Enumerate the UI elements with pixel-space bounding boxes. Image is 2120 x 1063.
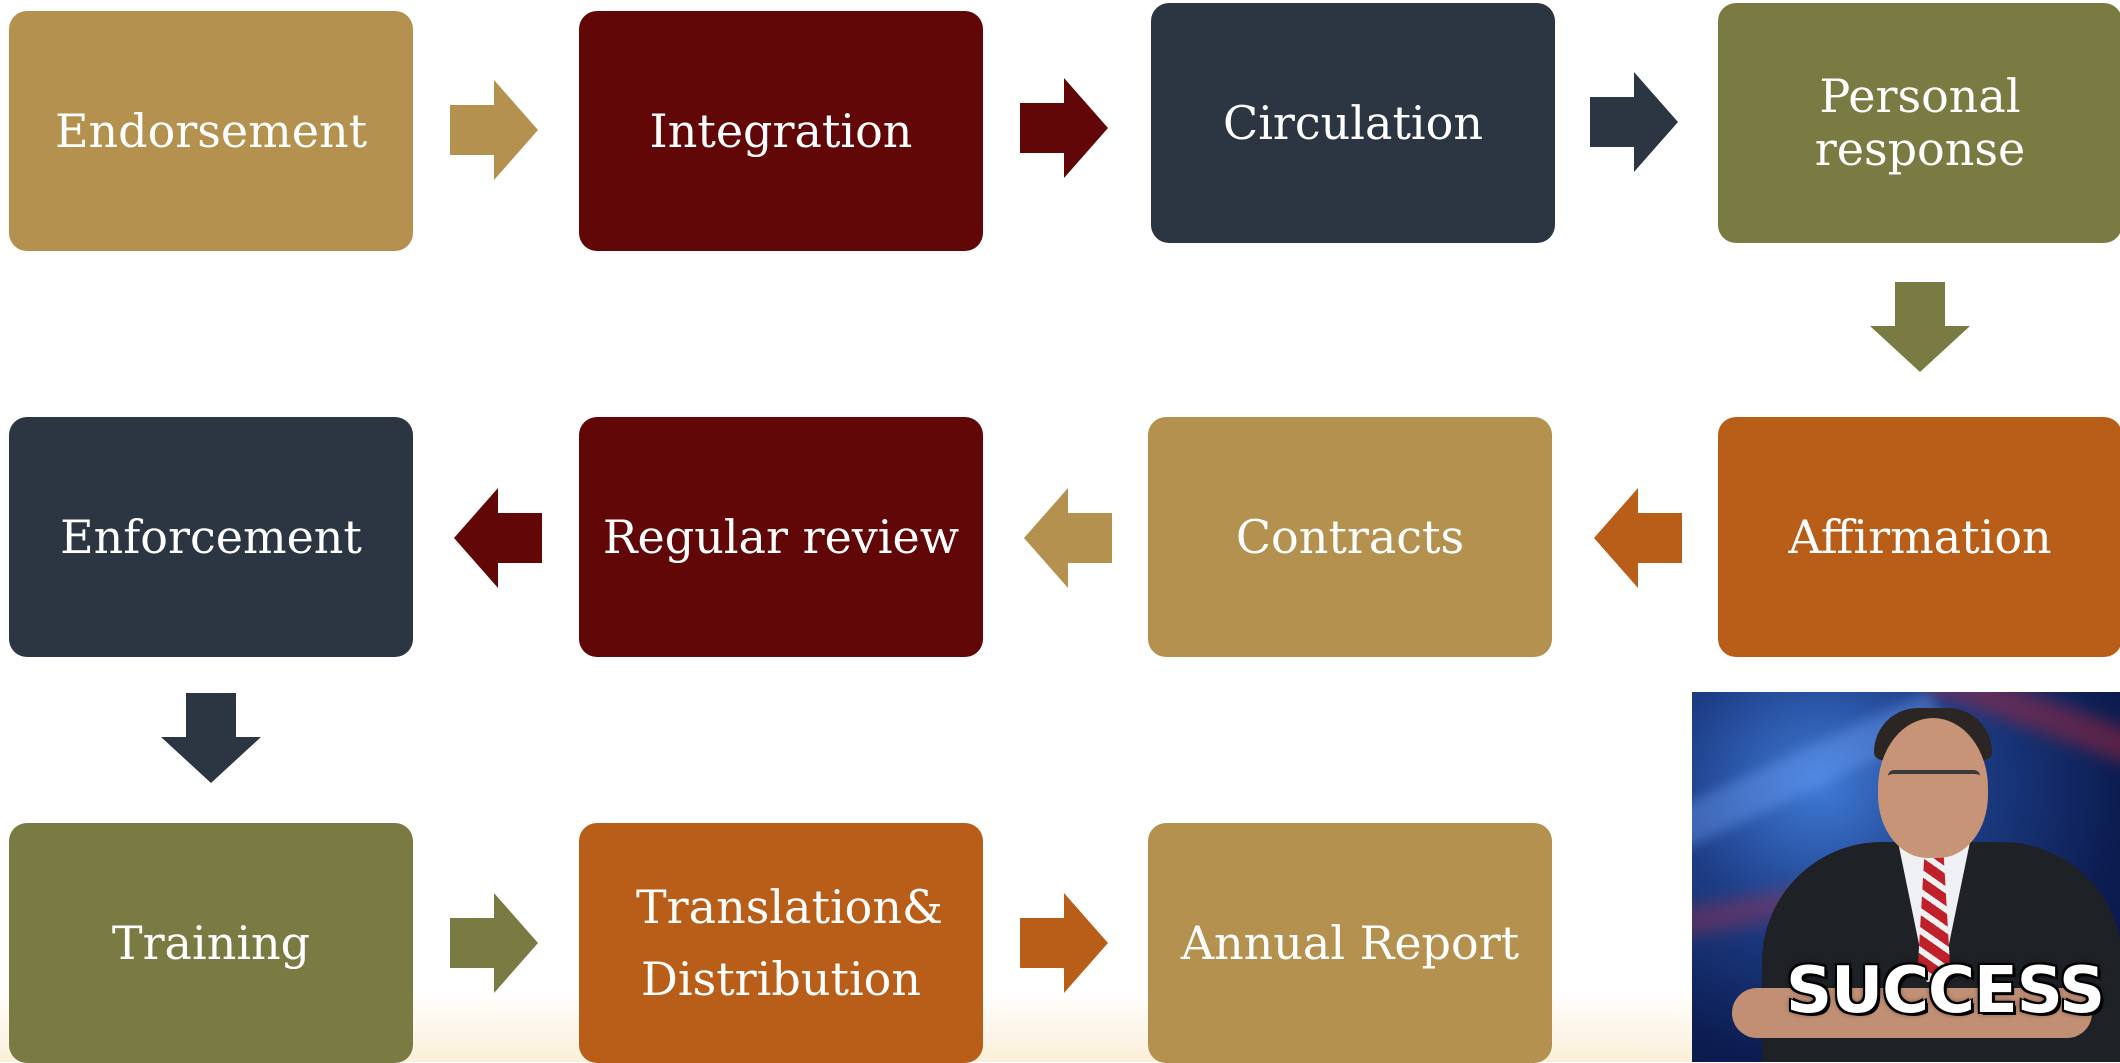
arrow-right-icon bbox=[1590, 72, 1678, 172]
step-label: Integration bbox=[649, 103, 913, 158]
arrow-down-icon bbox=[1870, 282, 1970, 372]
step-label: Circulation bbox=[1223, 95, 1483, 150]
arrow-left-icon bbox=[454, 488, 542, 588]
step-integration: Integration bbox=[579, 11, 983, 251]
arrow-down-icon bbox=[161, 693, 261, 783]
arrow-right-icon bbox=[450, 893, 538, 993]
arrow-left-icon bbox=[1024, 488, 1112, 588]
step-enforcement: Enforcement bbox=[9, 417, 413, 657]
step-label: Regular review bbox=[602, 509, 960, 564]
step-label: Affirmation bbox=[1788, 509, 2052, 564]
step-label: Enforcement bbox=[60, 509, 362, 564]
step-translation-distribution: Translation& Distribution bbox=[579, 823, 983, 1063]
step-label: Annual Report bbox=[1180, 915, 1520, 970]
step-label: Endorsement bbox=[54, 103, 368, 158]
step-training: Training bbox=[9, 823, 413, 1063]
step-circulation: Circulation bbox=[1151, 3, 1555, 243]
arrow-right-icon bbox=[1020, 893, 1108, 993]
step-label: Contracts bbox=[1235, 509, 1465, 564]
step-personal-response: Personal response bbox=[1718, 3, 2120, 243]
step-label: Personal response bbox=[1814, 69, 2026, 176]
arrow-left-icon bbox=[1594, 488, 1682, 588]
step-label: Training bbox=[111, 915, 311, 970]
arrow-right-icon bbox=[450, 80, 538, 180]
photo-caption: SUCCESS bbox=[1786, 954, 2105, 1028]
step-label: Translation& Distribution bbox=[636, 880, 943, 1006]
step-regular-review: Regular review bbox=[579, 417, 983, 657]
step-affirmation: Affirmation bbox=[1718, 417, 2120, 657]
step-endorsement: Endorsement bbox=[9, 11, 413, 251]
step-annual-report: Annual Report bbox=[1148, 823, 1552, 1063]
arrow-right-icon bbox=[1020, 78, 1108, 178]
step-contracts: Contracts bbox=[1148, 417, 1552, 657]
success-photo: SUCCESS bbox=[1692, 692, 2120, 1062]
